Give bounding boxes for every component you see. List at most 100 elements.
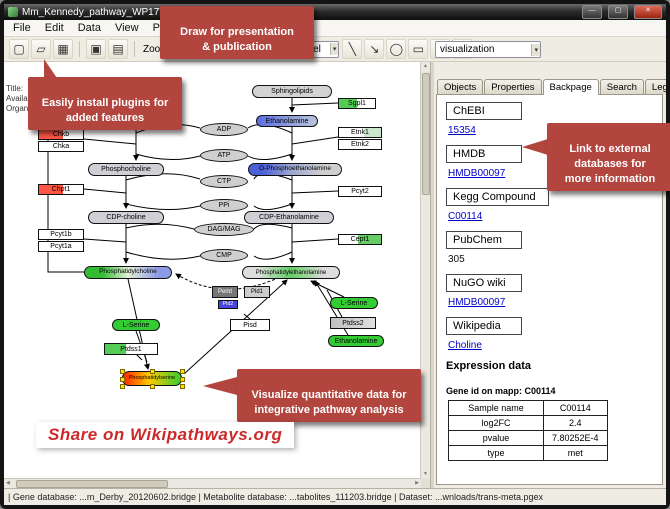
pathway-node-pld2[interactable]: Pld2 [218,300,238,309]
callout-arrow-up-icon [44,59,57,78]
selection-handle[interactable] [120,376,125,382]
menu-data[interactable]: Data [77,22,101,34]
close-button[interactable]: ✕ [634,5,662,19]
pathway-node-pcyt2[interactable]: Pcyt2 [338,186,382,197]
selection-handle[interactable] [180,376,185,382]
menu-view[interactable]: View [114,22,139,34]
info-availability: Availability: [6,94,46,103]
tab-legend[interactable]: Legend [644,79,666,94]
maximize-button[interactable]: ▢ [608,5,628,19]
pathway-node-adp[interactable]: ADP [200,123,248,136]
chevron-down-icon: ▾ [531,43,540,56]
horizontal-scrollbar[interactable]: ◀ ▶ [4,478,421,488]
backpage-link[interactable]: HMDB00097 [448,297,506,308]
callout-arrow-left-icon [203,377,237,395]
table-cell: Sample name [448,400,544,416]
menu-edit[interactable]: Edit [44,22,64,34]
visualization-select[interactable]: visualization ▾ [435,41,541,58]
panel-splitter[interactable] [431,62,434,488]
pathway-node-phosphatidylethanolamine[interactable]: Phosphatidylethanolamine [242,266,340,279]
chevron-down-icon: ▾ [329,43,339,55]
pathway-node-phosphatidylserine[interactable]: Phosphatidylserine [120,369,185,389]
pathway-node-cdp-choline[interactable]: CDP-choline [88,211,164,224]
pathway-node-o-phosphoethanolamine[interactable]: O-Phosphoethanolamine [248,163,342,176]
pathway-node-pld1[interactable]: Pld1 [244,286,270,298]
pathway-node-cmp[interactable]: CMP [200,249,248,262]
pathway-node-chka[interactable]: Chka [38,141,84,152]
pathway-node-ctp[interactable]: CTP [200,175,248,188]
menu-bar: FileEditDataViewPluginsHelp [4,20,666,37]
pathway-node-dag-mag[interactable]: DAG/MAG [194,223,254,236]
horizontal-scroll-thumb[interactable] [16,480,168,488]
pathway-node-etnk2[interactable]: Etnk2 [338,139,382,150]
pathway-node-cdp-ethanolamine[interactable]: CDP-Ethanolamine [244,211,334,224]
selection-handle[interactable] [180,369,185,374]
table-cell: 2.4 [543,415,608,431]
pathway-node-phosphatidylcholine[interactable]: Phosphatidylcholine [84,266,172,279]
new-file-button[interactable]: ▢ [9,39,29,59]
pathway-node-sgpl1[interactable]: Sgpl1 [338,98,376,109]
backpage-link[interactable]: 15354 [448,125,476,136]
drawing-area[interactable]: SphingolipidsSgpl1CholineEthanolamineChk… [8,62,421,479]
pathway-node-ptdss2[interactable]: Ptdss2 [330,317,376,329]
backpage-link[interactable]: C00114 [448,211,483,222]
vertical-scrollbar[interactable]: ▲ ▼ [420,62,430,479]
tab-properties[interactable]: Properties [484,79,542,94]
menu-file[interactable]: File [13,22,31,34]
oval-tool-button[interactable]: ◯ [386,39,407,59]
backpage-link[interactable]: HMDB00097 [448,168,506,179]
callout-text: Link to external databases for more info… [564,143,656,185]
rectangle-tool-button[interactable]: ▭ [408,39,429,59]
pathway-node-ethanolamine-top[interactable]: Ethanolamine [256,115,318,127]
selection-handle[interactable] [120,384,125,389]
pathway-node-ethanolamine-bottom[interactable]: Ethanolamine [328,335,384,347]
save-button[interactable]: ▦ [53,39,73,59]
scroll-up-icon[interactable]: ▲ [423,63,428,69]
selection-handle[interactable] [180,384,185,389]
scroll-down-icon[interactable]: ▼ [423,471,428,477]
arrow-tool-button[interactable]: ↘ [364,39,385,59]
callout-text: Visualize quantitative data for integrat… [251,389,407,416]
pathway-node-etnk1[interactable]: Etnk1 [338,127,382,138]
selection-handle[interactable] [150,369,155,374]
gene-id-line: Gene id on mapp: C00114 [446,386,556,396]
pathway-node-ptdss1[interactable]: Ptdss1 [104,343,158,355]
pathway-node-l-serine-right[interactable]: L-Serine [330,297,378,309]
copy-button[interactable]: ▣ [86,39,106,59]
line-tool-button[interactable]: ╲ [342,39,363,59]
expression-data-title: Expression data [446,360,531,372]
scroll-right-icon[interactable]: ▶ [415,480,419,486]
app-icon [8,7,18,17]
paste-button[interactable]: ▤ [108,39,128,59]
pathway-node-chkb[interactable]: Chkb [38,129,84,140]
selection-handle[interactable] [120,369,125,374]
pathway-node-pcyt1a[interactable]: Pcyt1a [38,241,84,252]
pathway-node-l-serine-left[interactable]: L-Serine [112,319,160,331]
pathway-node-pisd[interactable]: Pisd [230,319,270,331]
backpage-section-header: HMDB [446,145,522,163]
pathway-node-sphingolipids[interactable]: Sphingolipids [252,85,332,98]
vertical-scroll-thumb[interactable] [422,73,430,195]
backpage-section: HMDB HMDB00097 [446,145,653,179]
tab-objects[interactable]: Objects [437,79,484,94]
open-file-button[interactable]: ▱ [31,39,51,59]
pathway-info: Title: Availability: Organism: [6,84,46,114]
selection-handle[interactable] [150,384,155,389]
pathway-node-pcyt1b[interactable]: Pcyt1b [38,229,84,240]
backpage-section-header: NuGO wiki [446,274,522,292]
tab-search[interactable]: Search [599,79,644,94]
scroll-left-icon[interactable]: ◀ [6,480,10,486]
toolbar: ▢▱▦ ▣▤ Zoom: 100% ▾ aa ▾ Label ▾ ╲↘◯▭◠{ … [4,37,666,62]
table-cell: type [448,445,544,461]
pathway-node-ppi[interactable]: PPi [200,199,248,212]
pathway-node-cept1[interactable]: Cept1 [338,234,382,245]
minimize-button[interactable]: — [582,5,602,19]
pathway-node-pemt[interactable]: Pemt [212,286,238,298]
pathway-node-atp[interactable]: ATP [200,149,248,162]
pathway-node-chpt1[interactable]: Chpt1 [38,184,84,195]
backpage-link[interactable]: Choline [448,340,482,351]
pathway-node-phosphocholine[interactable]: Phosphocholine [88,163,164,176]
toolbar-separator [79,41,80,57]
tab-backpage[interactable]: Backpage [542,79,599,95]
